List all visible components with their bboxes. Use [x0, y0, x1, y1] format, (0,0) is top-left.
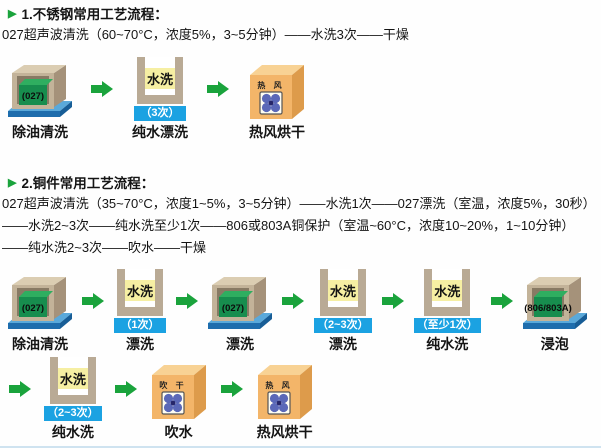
section2-title-text: 2.铜件常用工艺流程：	[21, 176, 155, 191]
wash-count-badge: （至少1次）	[413, 318, 481, 333]
arrow-right-icon	[81, 293, 105, 309]
wash-count-badge: （2~3次）	[314, 318, 372, 333]
wash-text: 水洗	[125, 279, 156, 301]
water-wash-tank-icon: 水洗 （1次）	[114, 269, 166, 333]
box-text: 热 风	[257, 80, 284, 90]
box-text: 热 风	[265, 380, 292, 390]
flow-step-label: 纯水漂洗	[132, 124, 188, 140]
arrow-right-icon	[114, 381, 138, 397]
wash-text: 水洗	[432, 279, 463, 301]
tank-liquid-text: (806/803A)	[524, 303, 572, 314]
flow-step-label: 漂洗	[126, 336, 154, 352]
tank-liquid-text: (027)	[22, 91, 44, 102]
fan-icon	[161, 391, 185, 415]
flow-step-pure-water2: 水洗 （2~3次） 纯水洗	[44, 357, 102, 441]
section2-description-line1: 027超声波清洗（35~70°C，浓度1~5%，3~5分钟）——水洗1次——02…	[2, 196, 596, 211]
arrow-right-icon	[206, 81, 230, 97]
box-text: 吹 干	[159, 380, 186, 390]
triangle-bullet-icon: ▶	[8, 177, 17, 189]
flow-step-dry2: 热 风 热风烘干	[256, 359, 314, 441]
flow-step-dry: 热 风 热风烘干	[248, 59, 306, 141]
fan-icon	[259, 91, 283, 115]
water-wash-tank-icon: 水洗 （3次）	[134, 57, 186, 121]
water-wash-tank-icon: 水洗 （2~3次）	[44, 357, 102, 421]
flow-step-rinse: 水洗 （3次） 纯水漂洗	[132, 57, 188, 141]
arrow-right-icon	[175, 293, 199, 309]
arrow-right-icon	[90, 81, 114, 97]
arrow-right-icon	[490, 293, 514, 309]
stainless-steel-flow: (027) 除油清洗 水洗 （3次） 纯水漂洗	[0, 57, 601, 141]
arrow-right-icon	[220, 381, 244, 397]
wash-text: 水洗	[327, 279, 358, 301]
flow-step-rinse2: 水洗 （2~3次） 漂洗	[314, 269, 372, 353]
wash-count-badge: （2~3次）	[44, 406, 102, 421]
cleaning-tank-icon: (027)	[208, 277, 272, 329]
flow-step-label: 漂洗	[328, 336, 357, 352]
arrow-right-icon	[8, 381, 32, 397]
wash-text: 水洗	[57, 367, 88, 389]
section1-description: 027超声波清洗（60~70°C，浓度5%，3~5分钟）——水洗3次——干燥	[2, 27, 409, 42]
flow-step-label: 除油清洗	[12, 336, 68, 352]
flow-step-label: 除油清洗	[12, 124, 68, 140]
flow-step-degrease: (027) 除油清洗	[8, 59, 72, 141]
fan-icon	[267, 391, 291, 415]
section2-description-line2: ——水洗2~3次——纯水洗至少1次——806或803A铜保护（室温~60°C，浓…	[2, 218, 575, 233]
cleaning-tank-icon: (806/803A)	[522, 277, 587, 329]
section2-description-line3: ——纯水洗2~3次——吹水——干燥	[2, 240, 207, 255]
hot-air-box-icon: 热 风	[257, 365, 312, 419]
section1-title-text: 1.不锈钢常用工艺流程：	[21, 7, 168, 22]
section2-title: ▶ 2.铜件常用工艺流程：	[0, 174, 601, 193]
water-wash-tank-icon: 水洗 （至少1次）	[413, 269, 481, 333]
flow-step-blow: 吹 干 吹水	[150, 359, 208, 441]
flow-step-label: 吹水	[164, 424, 193, 440]
flow-step-027-rinse: (027) 漂洗	[208, 271, 272, 353]
flow-step-label: 浸泡	[540, 336, 569, 352]
flow-step-rinse1: 水洗 （1次） 漂洗	[114, 269, 166, 353]
wash-text: 水洗	[145, 67, 176, 89]
blow-dry-box-icon: 吹 干	[151, 365, 206, 419]
flow-step-label: 热风烘干	[256, 424, 313, 440]
tank-liquid-text: (027)	[22, 303, 44, 314]
flow-step-pure-water: 水洗 （至少1次） 纯水洗	[413, 269, 481, 353]
copper-flow-row1: (027) 除油清洗 水洗 （1次） 漂洗	[0, 269, 601, 353]
flow-step-degrease: (027) 除油清洗	[8, 271, 72, 353]
copper-flow-row2: 水洗 （2~3次） 纯水洗 吹 干	[0, 357, 601, 441]
wash-count-badge: （1次）	[114, 318, 166, 333]
cleaning-tank-icon: (027)	[8, 65, 72, 117]
water-wash-tank-icon: 水洗 （2~3次）	[314, 269, 372, 333]
flow-step-soak: (806/803A) 浸泡	[522, 271, 587, 353]
tank-liquid-text: (027)	[222, 303, 244, 314]
triangle-bullet-icon: ▶	[8, 8, 17, 20]
arrow-right-icon	[381, 293, 405, 309]
flow-step-label: 漂洗	[226, 336, 254, 352]
section1-title: ▶ 1.不锈钢常用工艺流程：	[0, 5, 601, 24]
arrow-right-icon	[281, 293, 305, 309]
cleaning-tank-icon: (027)	[8, 277, 72, 329]
hot-air-box-icon: 热 风	[250, 65, 304, 119]
flow-step-label: 热风烘干	[249, 124, 305, 140]
flow-step-label: 纯水洗	[426, 336, 469, 352]
flow-step-label: 纯水洗	[51, 424, 94, 440]
wash-count-badge: （3次）	[134, 106, 186, 121]
